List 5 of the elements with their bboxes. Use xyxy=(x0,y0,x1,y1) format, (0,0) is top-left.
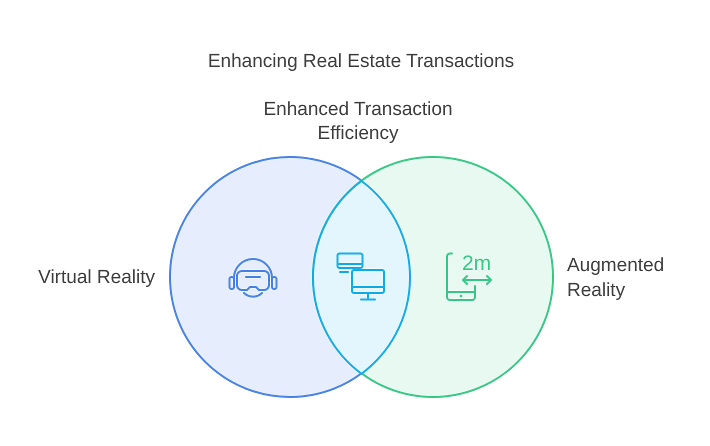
distance-label: 2m xyxy=(462,253,492,274)
circle-label: Virtual Reality xyxy=(38,266,155,290)
circle-label: Augmented Reality xyxy=(567,254,666,303)
overlap-label: Enhanced Transaction Efficiency xyxy=(262,98,454,146)
diagram-title: Enhancing Real Estate Transactions xyxy=(208,50,514,74)
